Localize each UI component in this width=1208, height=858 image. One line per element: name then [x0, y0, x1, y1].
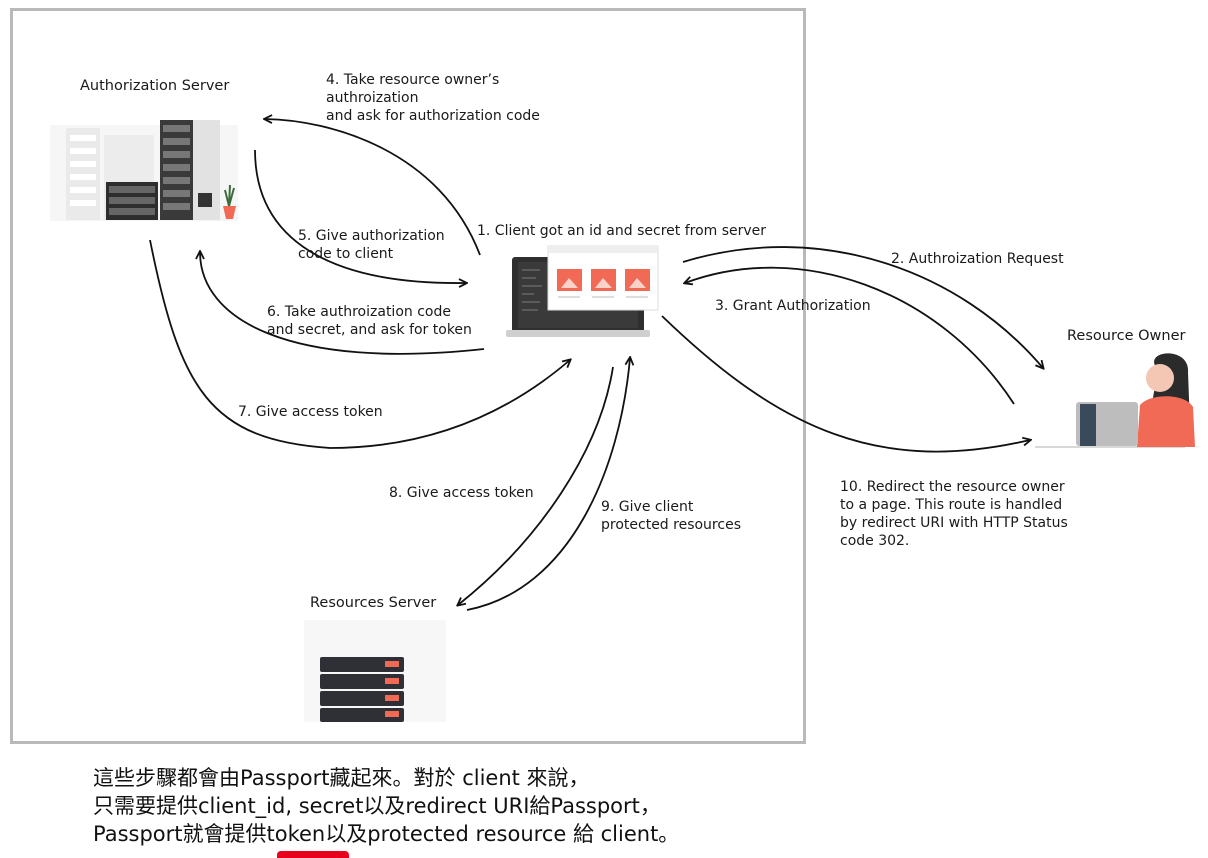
- flow-arrows: [149, 119, 1043, 611]
- authorization-server-illustration: [50, 120, 238, 221]
- step-8-label: 8. Give access token: [389, 485, 534, 501]
- caption-line-3: Passport就會提供token以及protected resource 給 …: [93, 822, 680, 846]
- arrow-step-8: [458, 366, 614, 605]
- step-6-label: 6. Take authroization code and secret, a…: [267, 304, 472, 338]
- step-7-label: 7. Give access token: [238, 404, 383, 420]
- arrow-step-5: [254, 149, 466, 283]
- resources-server-illustration: [304, 620, 446, 722]
- arrow-step-7: [149, 239, 570, 449]
- authorization-server-title: Authorization Server: [80, 78, 230, 94]
- caption-line-1: 這些步驟都會由Passport藏起來。對於 client 來說，: [93, 766, 590, 790]
- step-10-label: 10. Redirect the resource owner to a pag…: [840, 479, 1068, 549]
- diagram-frame: [10, 8, 806, 744]
- step-2-label: 2. Authroization Request: [891, 251, 1064, 267]
- client-laptop-illustration: [506, 245, 659, 337]
- arrow-step-10: [661, 315, 1030, 453]
- caption-line-2: 只需要提供client_id, secret以及redirect URI給Pas…: [93, 794, 661, 818]
- step-1-label: 1. Client got an id and secret from serv…: [477, 223, 767, 239]
- arrow-step-9: [466, 358, 630, 611]
- resources-server-title: Resources Server: [310, 595, 437, 611]
- resource-owner-title: Resource Owner: [1067, 328, 1186, 344]
- resource-owner-illustration: [1035, 353, 1195, 448]
- arrow-step-4: [265, 119, 481, 256]
- red-progress-mark: [277, 851, 349, 858]
- arrow-step-6: [200, 252, 485, 355]
- arrow-step-2: [682, 246, 1043, 368]
- step-5-label: 5. Give authorization code to client: [298, 228, 445, 262]
- subtitle-caption: 這些步驟都會由Passport藏起來。對於 client 來說， 只需要提供cl…: [93, 764, 679, 848]
- step-9-label: 9. Give client protected resources: [601, 499, 741, 533]
- arrow-step-3: [685, 266, 1015, 405]
- step-4-label: 4. Take resource owner’s authroization a…: [326, 72, 540, 124]
- step-3-label: 3. Grant Authorization: [715, 298, 871, 314]
